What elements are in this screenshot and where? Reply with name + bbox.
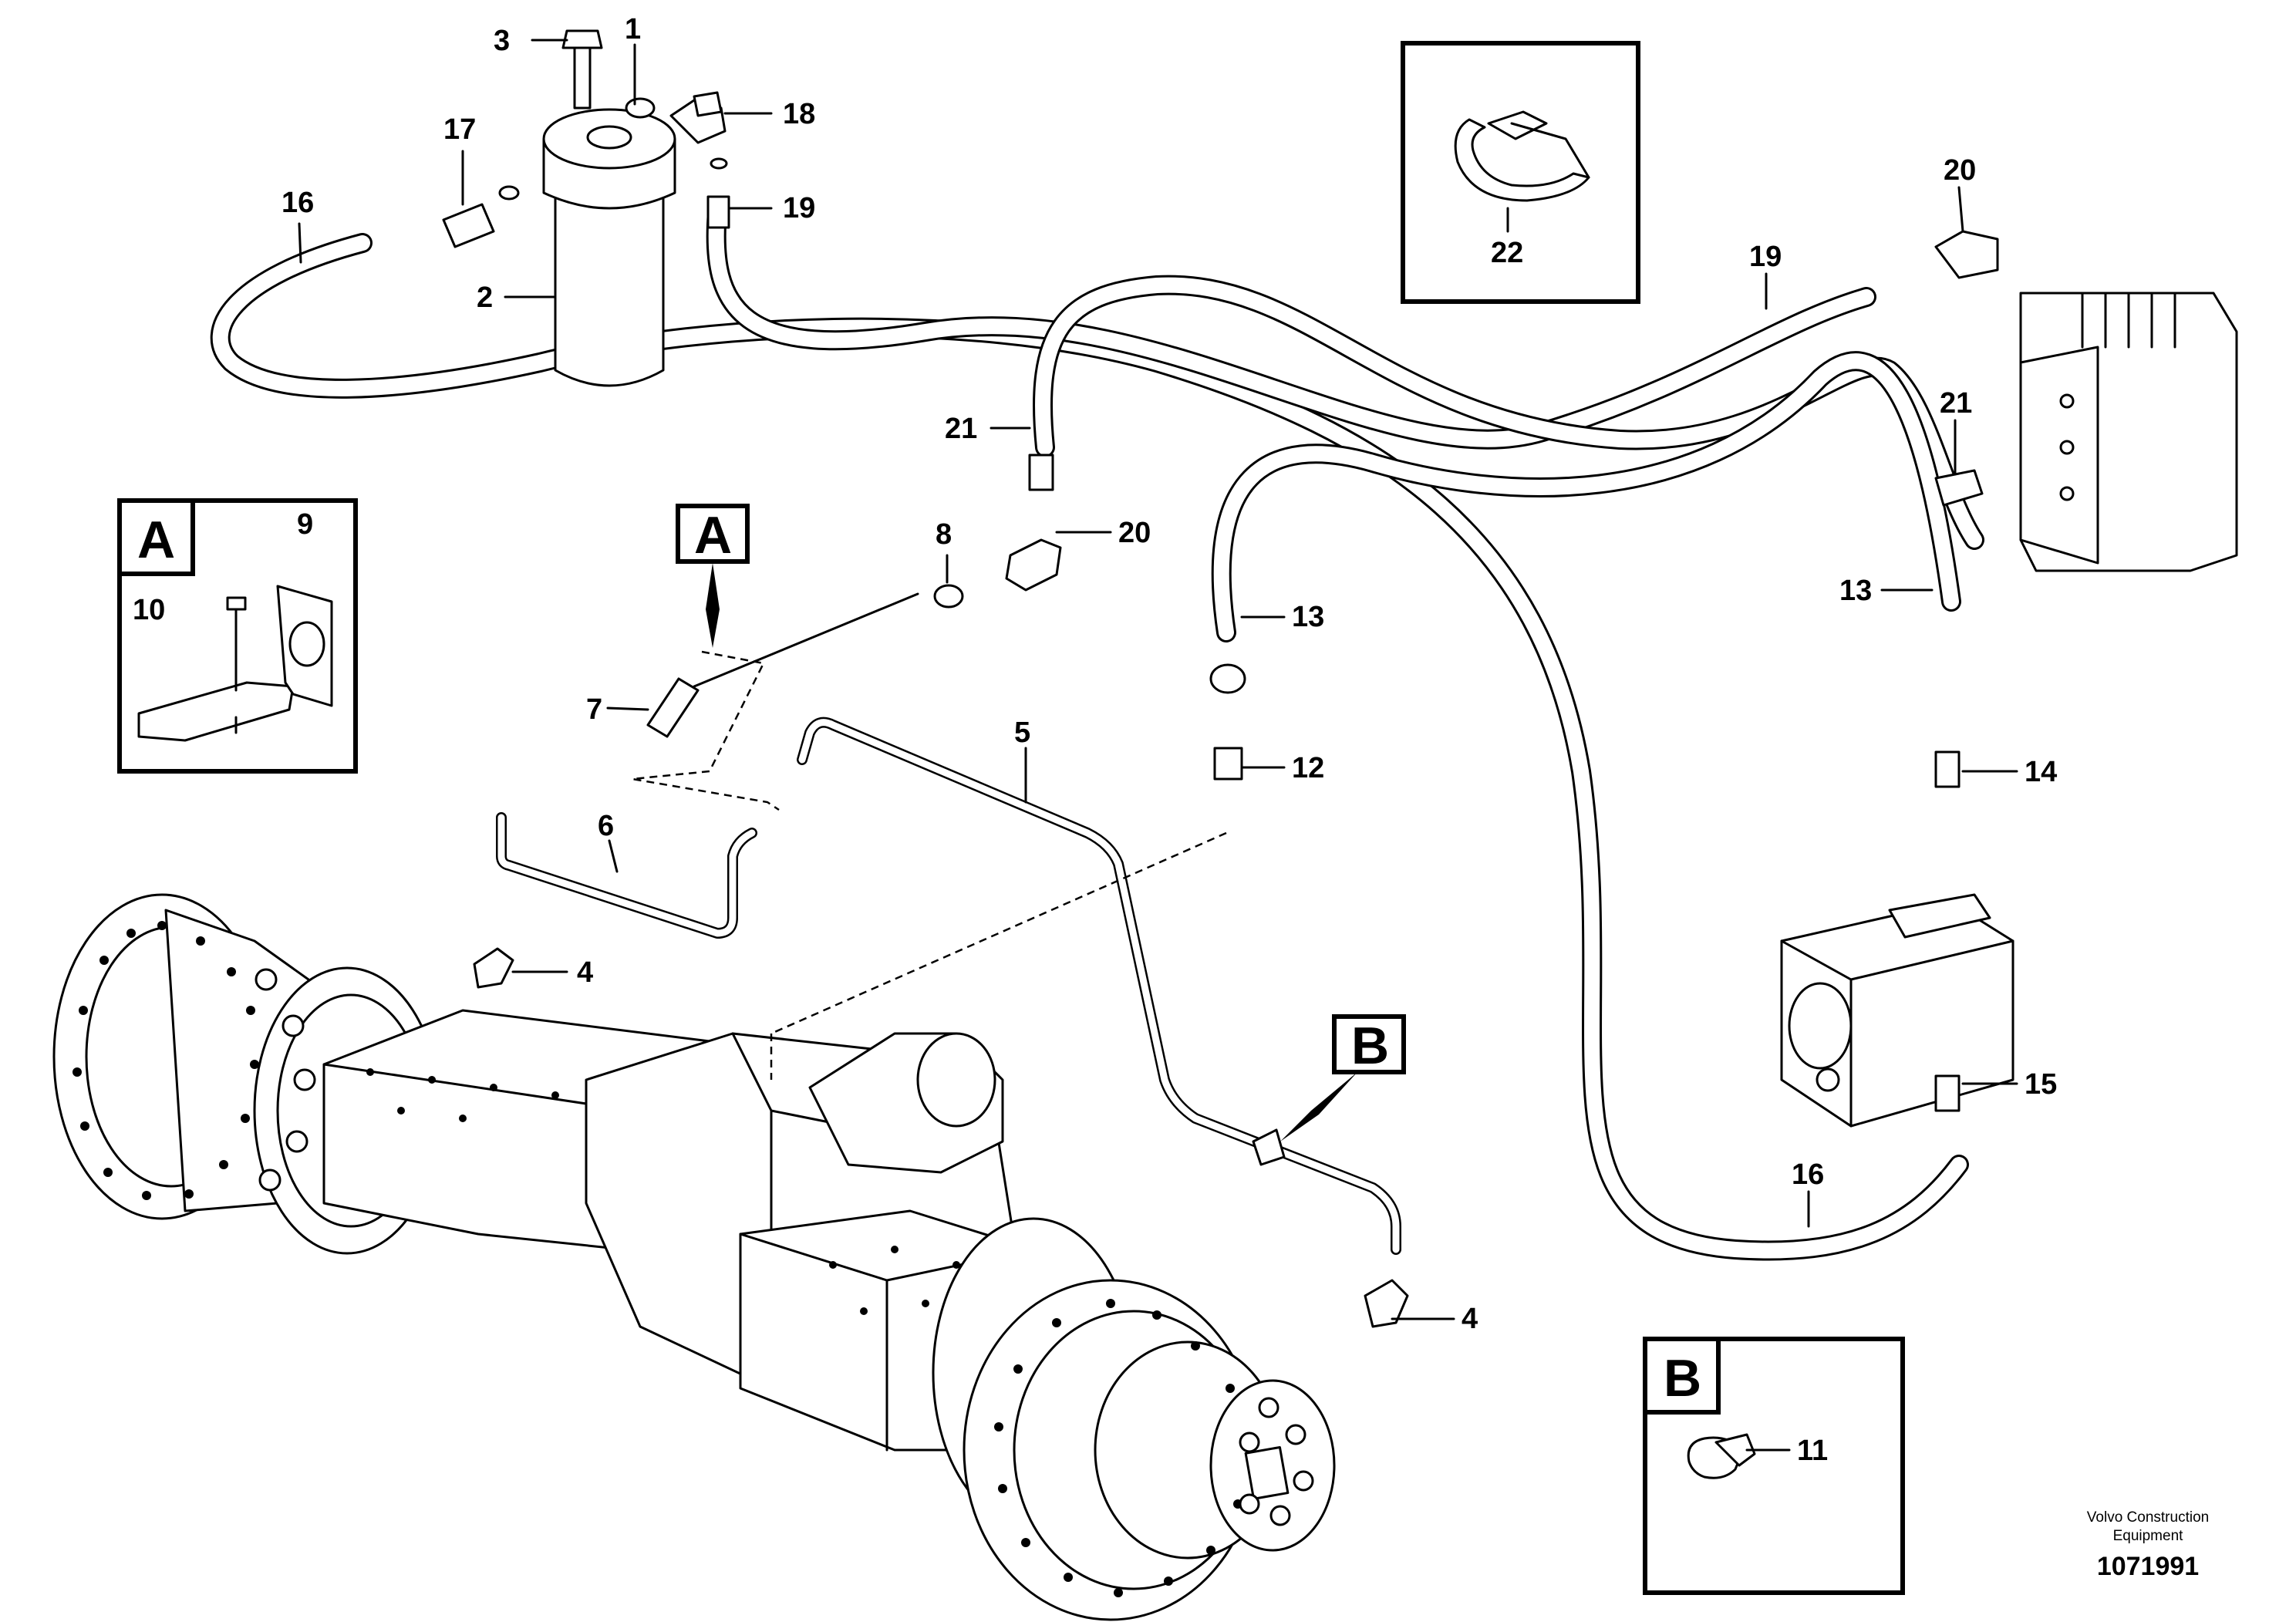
hose-routing — [210, 202, 1984, 1261]
callout-19-left: 19 — [783, 192, 815, 224]
callout-flag-b — [1280, 1014, 1406, 1141]
flag-a-letter: A — [694, 506, 732, 565]
document-number: 1071991 — [2097, 1552, 2199, 1581]
callout-2: 2 — [477, 282, 493, 314]
callout-13-right: 13 — [1839, 575, 1872, 607]
footer: Volvo Construction Equipment 1071991 — [2087, 1509, 2209, 1581]
fittings-misc — [473, 454, 1409, 1328]
callout-10: 10 — [133, 594, 165, 626]
callout-12: 12 — [1292, 752, 1324, 784]
callout-9: 9 — [297, 508, 313, 541]
callout-labels: 1 2 3 17 16 18 19 21 20 8 7 5 6 10 9 4 4… — [133, 13, 2057, 1467]
callout-4-right: 4 — [1462, 1303, 1478, 1335]
callout-5: 5 — [1014, 717, 1030, 749]
oil-cooler — [1934, 230, 2238, 572]
filter-assembly — [442, 29, 730, 387]
valve-block — [1209, 663, 2014, 1128]
company-name-line2: Equipment — [2113, 1528, 2184, 1544]
detail-clip-22 — [1401, 41, 1640, 304]
callout-13-left: 13 — [1292, 601, 1324, 633]
leader-lines — [187, 39, 2018, 1320]
callout-19-right: 19 — [1749, 241, 1782, 273]
callout-16-upper: 16 — [282, 187, 314, 219]
callout-4-left: 4 — [577, 956, 593, 989]
callout-15: 15 — [2025, 1068, 2057, 1101]
callout-17: 17 — [443, 113, 476, 146]
detail-a-bracket — [117, 498, 358, 774]
detail-b-clip — [1643, 1337, 1905, 1595]
axle-assembly — [52, 893, 1336, 1621]
callout-21-center: 21 — [945, 413, 977, 445]
callout-6: 6 — [598, 810, 614, 842]
detail-b-letter: B — [1664, 1349, 1701, 1408]
callout-20-right: 20 — [1944, 154, 1976, 187]
callout-16-lower: 16 — [1792, 1158, 1824, 1191]
callout-11: 11 — [1797, 1435, 1828, 1467]
callout-7: 7 — [586, 693, 602, 726]
company-name-line1: Volvo Construction — [2087, 1509, 2209, 1526]
callout-8: 8 — [936, 518, 952, 551]
callout-22: 22 — [1491, 237, 1523, 269]
callout-14: 14 — [2025, 756, 2057, 788]
flag-b-letter: B — [1351, 1017, 1389, 1075]
detail-a-letter: A — [137, 511, 175, 569]
callout-20-center: 20 — [1118, 517, 1151, 549]
callout-3: 3 — [494, 25, 510, 57]
callout-18: 18 — [783, 98, 815, 130]
callout-1: 1 — [625, 13, 641, 46]
callout-21-right: 21 — [1940, 387, 1972, 420]
callout-flag-a — [676, 504, 750, 648]
